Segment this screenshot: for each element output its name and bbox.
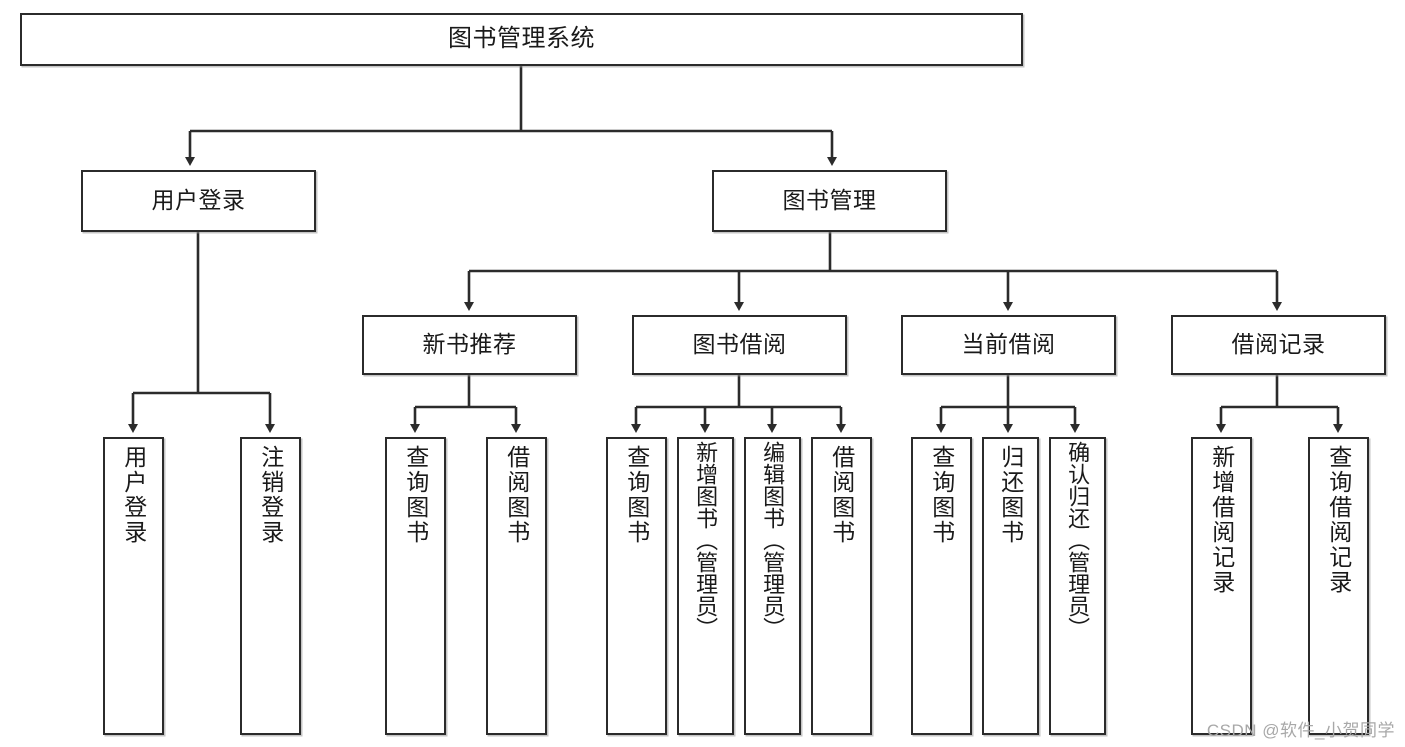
leaf-current-borrow-return-book[interactable]: 归还图书 <box>982 437 1039 735</box>
node-label: 确认归还（管理员） <box>1065 441 1091 639</box>
node-label: 新增图书（管理员） <box>693 441 719 639</box>
leaf-book-borrow-edit-book-admin[interactable]: 编辑图书（管理员） <box>744 437 801 735</box>
node-label: 用户登录 <box>120 445 147 545</box>
node-label: 查询借阅记录 <box>1325 445 1352 595</box>
watermark: CSDN @软件_小贺同学 <box>1206 721 1395 740</box>
leaf-borrow-record-query-record[interactable]: 查询借阅记录 <box>1308 437 1369 735</box>
leaf-new-book-borrow-book[interactable]: 借阅图书 <box>486 437 547 735</box>
node-label: 当前借阅 <box>961 331 1056 358</box>
node-label: 图书管理 <box>782 187 877 214</box>
node-book-borrow[interactable]: 图书借阅 <box>632 315 847 375</box>
leaf-new-book-query-book[interactable]: 查询图书 <box>385 437 446 735</box>
node-label: 注销登录 <box>257 445 284 545</box>
node-label: 查询图书 <box>623 445 650 545</box>
node-current-borrow[interactable]: 当前借阅 <box>901 315 1116 375</box>
node-label: 图书管理系统 <box>448 25 595 53</box>
leaf-user-login-logout[interactable]: 注销登录 <box>240 437 301 735</box>
node-label: 编辑图书（管理员） <box>760 441 786 639</box>
node-label: 新书推荐 <box>422 331 517 358</box>
node-label: 图书借阅 <box>692 331 787 358</box>
node-book-management[interactable]: 图书管理 <box>712 170 947 232</box>
leaf-current-borrow-confirm-return-admin[interactable]: 确认归还（管理员） <box>1049 437 1106 735</box>
leaf-book-borrow-add-book-admin[interactable]: 新增图书（管理员） <box>677 437 734 735</box>
leaf-book-borrow-borrow-book[interactable]: 借阅图书 <box>811 437 872 735</box>
node-label: 借阅记录 <box>1231 331 1326 358</box>
node-new-book-recommend[interactable]: 新书推荐 <box>362 315 577 375</box>
node-borrow-record[interactable]: 借阅记录 <box>1171 315 1386 375</box>
node-label: 查询图书 <box>402 445 429 545</box>
node-root-book-management-system[interactable]: 图书管理系统 <box>20 13 1023 66</box>
leaf-current-borrow-query-book[interactable]: 查询图书 <box>911 437 972 735</box>
node-label: 借阅图书 <box>828 445 855 545</box>
node-label: 归还图书 <box>997 445 1024 545</box>
node-label: 新增借阅记录 <box>1208 445 1235 595</box>
node-user-login[interactable]: 用户登录 <box>81 170 316 232</box>
node-label: 查询图书 <box>928 445 955 545</box>
leaf-book-borrow-query-book[interactable]: 查询图书 <box>606 437 667 735</box>
leaf-user-login-login[interactable]: 用户登录 <box>103 437 164 735</box>
node-label: 借阅图书 <box>503 445 530 545</box>
node-label: 用户登录 <box>151 187 246 214</box>
leaf-borrow-record-add-record[interactable]: 新增借阅记录 <box>1191 437 1252 735</box>
